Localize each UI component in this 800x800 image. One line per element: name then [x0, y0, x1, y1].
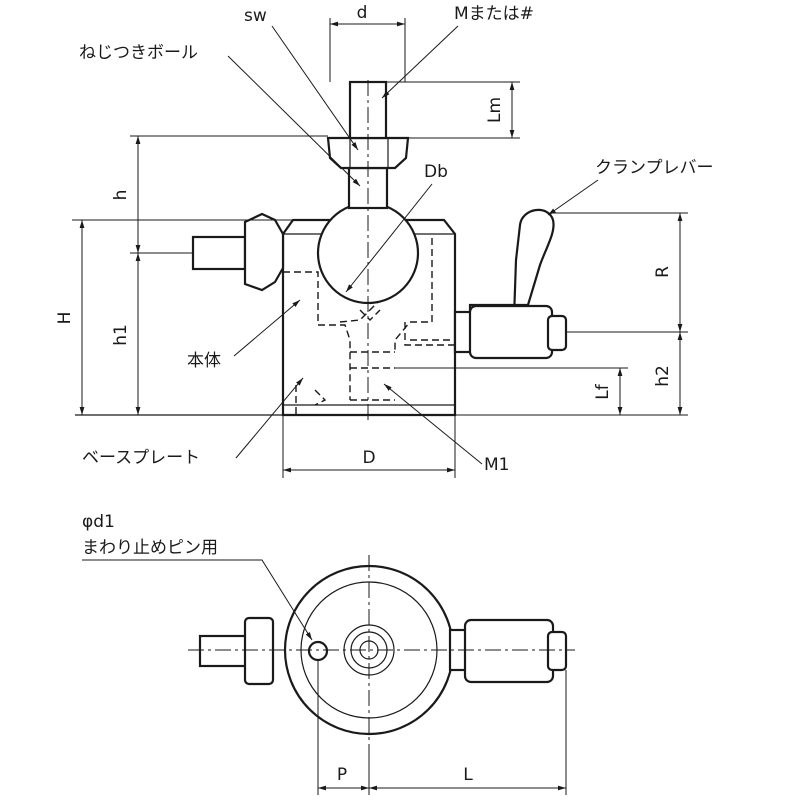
dim-r-label: R [653, 266, 673, 278]
clamp-sleeve [468, 304, 554, 360]
dim-p-label: P [337, 765, 347, 785]
dim-h-label: h [111, 190, 131, 201]
clamp-lever [468, 208, 555, 320]
label-pin-note: まわり止めピン用 [82, 538, 218, 558]
side-screw-shank [191, 235, 247, 271]
side-screw-knob [243, 212, 285, 292]
dim-h2-label: h2 [653, 365, 673, 387]
top-screw-shank [198, 634, 250, 668]
dim-lm-label: Lm [485, 97, 505, 123]
dim-big-d-label: D [362, 448, 375, 468]
label-base-plate: ベースプレート [82, 448, 200, 468]
label-clamp-lever: クランプレバー [595, 158, 714, 178]
dim-h1-label: h1 [111, 324, 131, 346]
clamp-cap [546, 314, 568, 352]
dim-l-label: L [463, 765, 473, 785]
label-db: Db [424, 162, 448, 182]
label-phi-d1: φd1 [82, 512, 115, 532]
top-clamp-cap [546, 630, 568, 672]
dim-h-total-label: H [55, 312, 75, 325]
label-body: 本体 [187, 351, 221, 371]
pin-hole [307, 640, 329, 662]
label-m-or-hash: Mまたは# [454, 4, 534, 24]
front-view: d Lm h h1 H R h2 Lf D [55, 3, 714, 478]
hidden-cavity [283, 238, 455, 415]
top-screw-knob [243, 616, 275, 686]
dim-lf-label: Lf [593, 383, 613, 399]
label-m1: M1 [484, 455, 509, 475]
label-sw: sw [244, 6, 267, 26]
top-clamp-sleeve [463, 618, 555, 684]
dim-d-label: d [357, 3, 368, 23]
label-threaded-ball: ねじつきボール [79, 43, 198, 63]
hidden-bolt [314, 389, 395, 406]
top-view: P L φd1 まわり止めピン用 [82, 512, 575, 795]
